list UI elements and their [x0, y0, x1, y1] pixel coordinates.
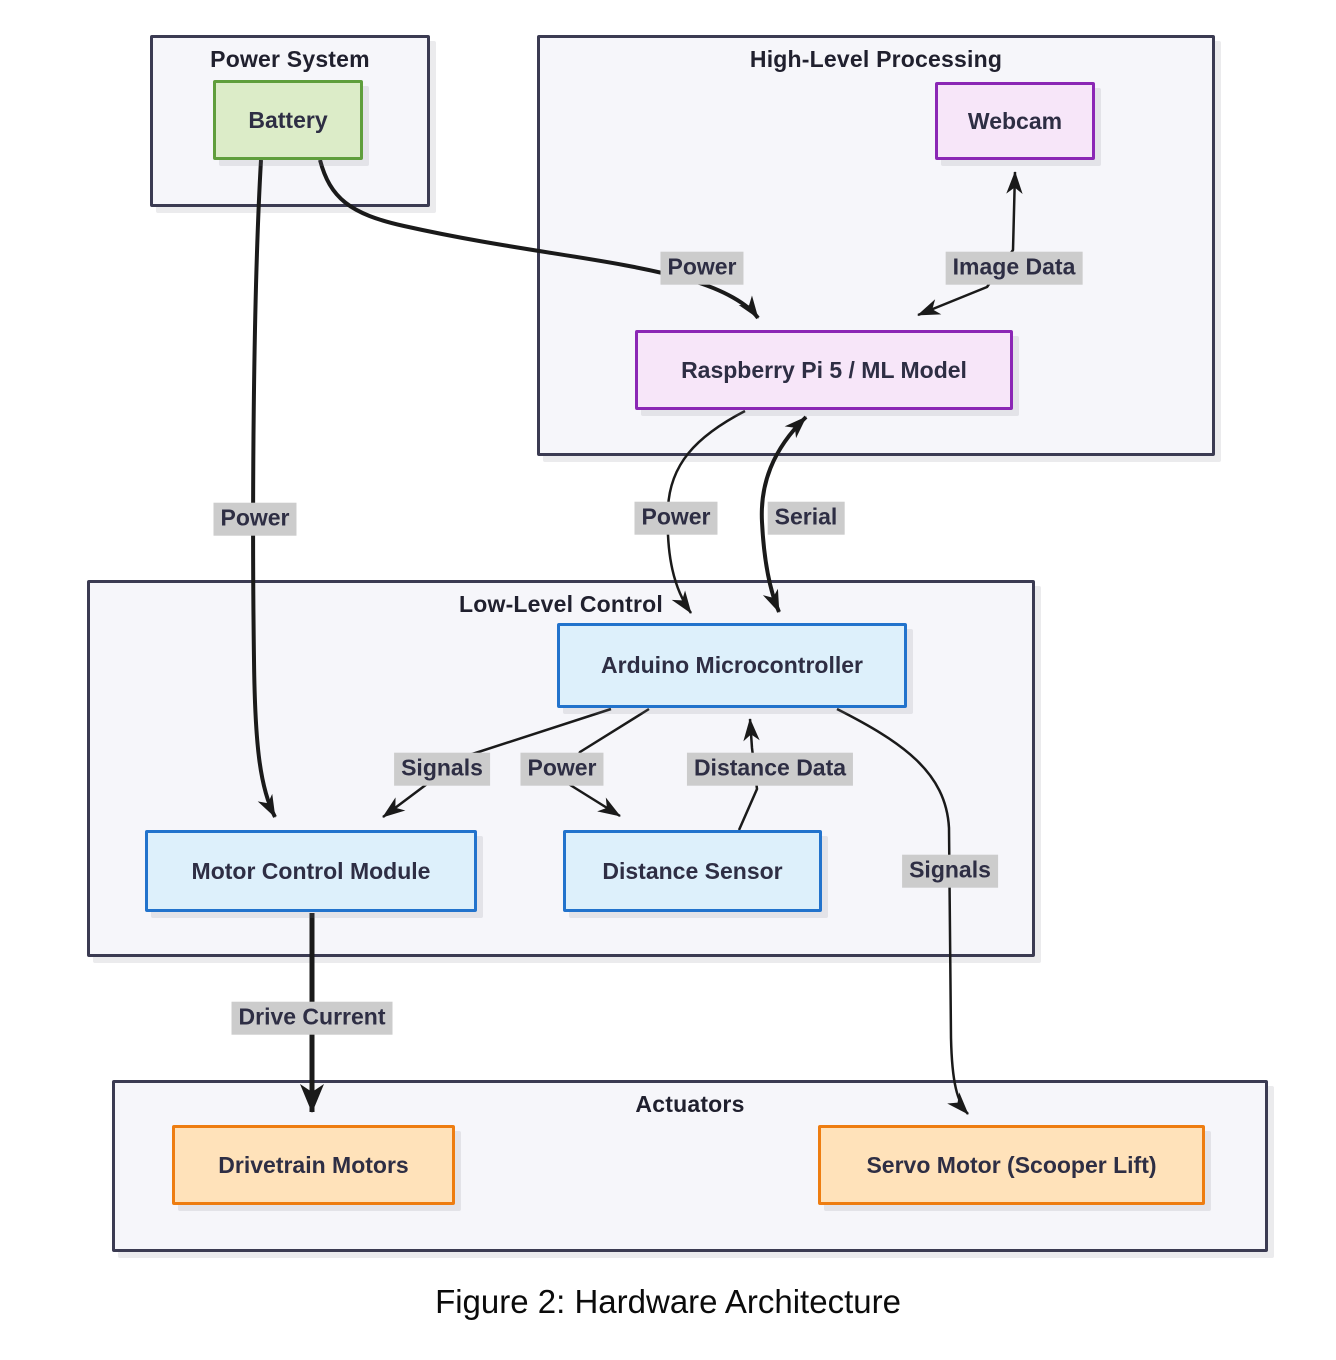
edge-label-serial: Serial — [767, 501, 845, 535]
edge-label-image-data: Image Data — [945, 251, 1083, 285]
node-servo-motor: Servo Motor (Scooper Lift) — [818, 1125, 1205, 1205]
node-battery: Battery — [213, 80, 363, 160]
figure-caption: Figure 2: Hardware Architecture — [435, 1283, 901, 1320]
container-title-power-system: Power System — [210, 46, 370, 72]
edge-label-signals-motor-control: Signals — [394, 752, 490, 786]
edge-label-power-distance-sensor: Power — [520, 752, 604, 786]
node-drivetrain-motors-label: Drivetrain Motors — [218, 1151, 409, 1178]
container-power-system: Power System — [150, 35, 430, 207]
node-webcam: Webcam — [935, 82, 1095, 160]
node-distance-sensor: Distance Sensor — [563, 830, 822, 912]
node-motor-control-module-label: Motor Control Module — [191, 857, 431, 884]
node-distance-sensor-label: Distance Sensor — [602, 857, 783, 884]
container-title-actuators: Actuators — [635, 1091, 745, 1117]
node-drivetrain-motors: Drivetrain Motors — [172, 1125, 455, 1205]
container-title-high-level-processing: High-Level Processing — [749, 46, 1003, 72]
edge-label-power-battery-motor-control: Power — [213, 502, 297, 536]
node-raspberry-pi-label: Raspberry Pi 5 / ML Model — [681, 356, 967, 383]
edge-label-power-raspberry-pi-arduino: Power — [634, 501, 718, 535]
node-arduino-label: Arduino Microcontroller — [601, 652, 863, 678]
node-arduino: Arduino Microcontroller — [557, 623, 907, 708]
container-title-low-level-control: Low-Level Control — [458, 591, 663, 617]
edge-label-power-battery-raspberry-pi: Power — [660, 251, 744, 285]
node-battery-label: Battery — [248, 106, 328, 133]
edge-label-distance-data: Distance Data — [686, 752, 854, 786]
edge-label-signals-servo: Signals — [902, 854, 998, 888]
edge-label-drive-current: Drive Current — [231, 1001, 393, 1035]
node-webcam-label: Webcam — [967, 107, 1063, 134]
node-raspberry-pi: Raspberry Pi 5 / ML Model — [635, 330, 1013, 410]
node-servo-motor-label: Servo Motor (Scooper Lift) — [866, 1151, 1157, 1178]
node-motor-control-module: Motor Control Module — [145, 830, 477, 912]
